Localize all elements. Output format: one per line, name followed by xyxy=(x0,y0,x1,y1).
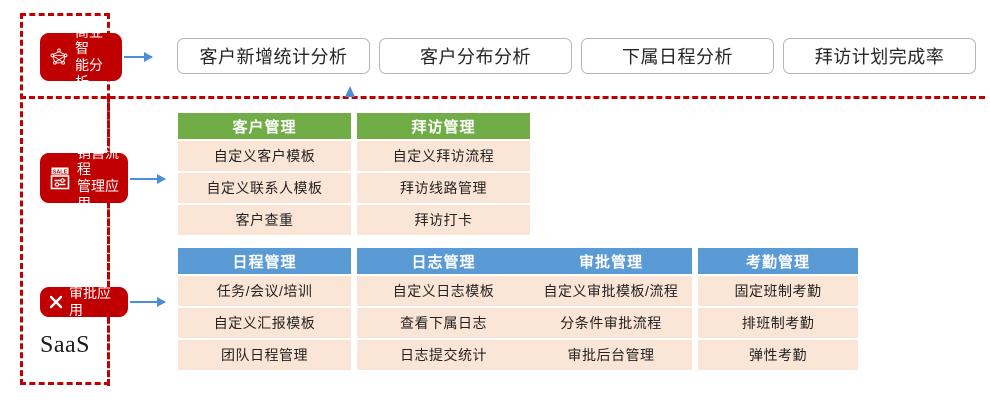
module-title: 拜访管理 xyxy=(357,113,530,139)
module-title: 审批管理 xyxy=(530,248,692,274)
module-item[interactable]: 审批后台管理 xyxy=(530,340,692,370)
module-item[interactable]: 查看下属日志 xyxy=(357,308,530,338)
module-item[interactable]: 自定义日志模板 xyxy=(357,276,530,306)
module-item[interactable]: 自定义客户模板 xyxy=(178,141,351,171)
app-badge-bi[interactable]: 商业智 能分析 xyxy=(40,24,122,90)
module-item[interactable]: 日志提交统计 xyxy=(357,340,530,370)
sale-document-icon: SALE xyxy=(49,166,71,190)
saas-platform-label: SaaS xyxy=(40,332,90,358)
app-badge-bi-label: 商业智 能分析 xyxy=(75,23,103,90)
app-badge-sales-process[interactable]: SALE 销售流程 管理应用 xyxy=(40,145,128,211)
module-log-management[interactable]: 日志管理 自定义日志模板 查看下属日志 日志提交统计 xyxy=(357,248,530,370)
connector-arrow-bi xyxy=(124,52,153,62)
module-item[interactable]: 自定义审批模板/流程 xyxy=(530,276,692,306)
connector-arrow-sales-process xyxy=(130,174,166,184)
connector-arrow-approval xyxy=(130,297,166,307)
module-approval-management[interactable]: 审批管理 自定义审批模板/流程 分条件审批流程 审批后台管理 xyxy=(530,248,692,370)
analysis-button-subordinate-schedule[interactable]: 下属日程分析 xyxy=(581,38,774,74)
module-visit-management[interactable]: 拜访管理 自定义拜访流程 拜访线路管理 拜访打卡 xyxy=(357,113,530,235)
app-badge-sales-process-label: 销售流程 管理应用 xyxy=(77,144,119,211)
module-item[interactable]: 自定义联系人模板 xyxy=(178,173,351,203)
module-title: 日程管理 xyxy=(178,248,351,274)
up-arrow-icon xyxy=(345,86,355,97)
module-customer-management[interactable]: 客户管理 自定义客户模板 自定义联系人模板 客户查重 xyxy=(178,113,351,235)
svg-text:SALE: SALE xyxy=(53,169,68,175)
module-schedule-management[interactable]: 日程管理 任务/会议/培训 自定义汇报模板 团队日程管理 xyxy=(178,248,351,370)
module-title: 客户管理 xyxy=(178,113,351,139)
app-badge-approval-label: 审批应用 xyxy=(69,285,111,318)
app-badge-approval[interactable]: 审批应用 xyxy=(40,285,128,318)
analysis-button-visit-plan-completion[interactable]: 拜访计划完成率 xyxy=(783,38,976,74)
module-item[interactable]: 固定班制考勤 xyxy=(698,276,858,306)
module-item[interactable]: 拜访打卡 xyxy=(357,205,530,235)
module-item[interactable]: 弹性考勤 xyxy=(698,340,858,370)
module-item[interactable]: 排班制考勤 xyxy=(698,308,858,338)
vertical-dashed-divider xyxy=(107,96,110,386)
module-item[interactable]: 团队日程管理 xyxy=(178,340,351,370)
network-graph-icon xyxy=(49,47,69,67)
horizontal-dashed-divider xyxy=(20,96,985,99)
analysis-button-customer-distribution[interactable]: 客户分布分析 xyxy=(379,38,572,74)
cross-icon xyxy=(49,295,63,309)
module-item[interactable]: 客户查重 xyxy=(178,205,351,235)
module-item[interactable]: 任务/会议/培训 xyxy=(178,276,351,306)
module-item[interactable]: 自定义汇报模板 xyxy=(178,308,351,338)
module-item[interactable]: 自定义拜访流程 xyxy=(357,141,530,171)
module-item[interactable]: 分条件审批流程 xyxy=(530,308,692,338)
module-item[interactable]: 拜访线路管理 xyxy=(357,173,530,203)
analysis-button-customer-growth[interactable]: 客户新增统计分析 xyxy=(177,38,370,74)
module-title: 日志管理 xyxy=(357,248,530,274)
module-attendance-management[interactable]: 考勤管理 固定班制考勤 排班制考勤 弹性考勤 xyxy=(698,248,858,370)
module-title: 考勤管理 xyxy=(698,248,858,274)
